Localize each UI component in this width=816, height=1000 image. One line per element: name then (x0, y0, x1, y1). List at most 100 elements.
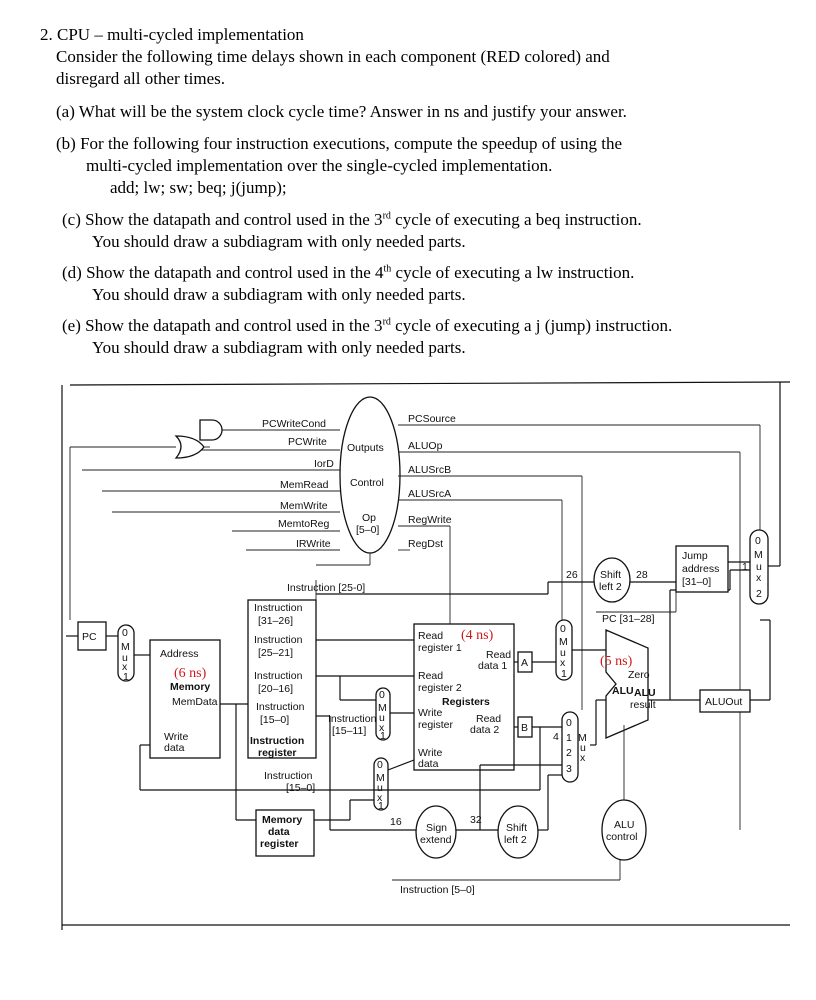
reg-read-register1-a: Read (418, 630, 443, 642)
regdst-mux-in0: 0 (379, 689, 385, 701)
iord-mux-x: x (122, 661, 128, 673)
question-a: (a) What will be the system clock cycle … (56, 102, 627, 121)
memory-write-label: Write (164, 731, 188, 743)
ir-15-0-a: Instruction (256, 701, 305, 713)
iord-mux (117, 624, 135, 682)
reg-read-register2-b: register 2 (418, 682, 462, 694)
alu-zero-label: Zero (628, 669, 650, 681)
frame-top-line (69, 381, 791, 386)
instr-15-11-a: Instruction (328, 713, 377, 725)
jump-address-line2: address (682, 563, 719, 575)
signal-regdst: RegDst (408, 538, 443, 550)
signal-memwrite: MemWrite (280, 500, 328, 512)
shift-left2-top (593, 557, 631, 603)
memtoreg-mux-in1: 1 (378, 800, 384, 812)
signal-aluop: ALUOp (408, 440, 443, 452)
reg-read-register2-a: Read (418, 670, 443, 682)
instr-15-0-low-a: Instruction (264, 770, 313, 782)
jump-address-box (675, 545, 729, 593)
alusrcb-mux-in2: 2 (566, 747, 572, 759)
and-gate (199, 419, 223, 441)
memtoreg-mux (373, 757, 389, 811)
question-intro-line1: Consider the following time delays shown… (56, 47, 610, 66)
memtoreg-mux-u: u (377, 782, 383, 794)
register-b-label: B (521, 722, 528, 734)
reg-write-register-b: register (418, 719, 454, 731)
alusrcb-mux-x: x (580, 752, 586, 764)
signal-memtoreg: MemtoReg (278, 518, 330, 530)
question-e-line1: (e) Show the datapath and control used i… (62, 316, 673, 335)
aluout-register (699, 689, 751, 713)
reg-read-data2-a: Read (476, 713, 501, 725)
memory-data-register (255, 809, 315, 857)
control-op-bits: [5–0] (356, 524, 379, 536)
instr-5-0-label: Instruction [5–0] (400, 884, 475, 896)
shift-left2-top-line1: Shift (600, 569, 621, 581)
ir-25-21-a: Instruction (254, 634, 303, 646)
memory-memdata-label: MemData (172, 696, 218, 708)
question-title: 2. CPU – multi-cycled implementation (40, 25, 304, 44)
reg-read-data2-b: data 2 (470, 724, 499, 736)
alu-label: ALU (612, 685, 634, 697)
or-gate (174, 435, 205, 459)
memtoreg-mux-x: x (377, 792, 383, 804)
ir-31-26-b: [31–26] (258, 615, 293, 627)
alusrca-mux-m: M (559, 636, 568, 648)
pcsource-mux-in2: 2 (756, 588, 762, 600)
pc-label: PC (82, 631, 97, 643)
iord-mux-in1: 1 (123, 671, 129, 683)
alu-control-line2: control (606, 831, 638, 843)
iord-mux-u: u (122, 652, 128, 664)
memtoreg-mux-in0: 0 (377, 759, 383, 771)
registers-delay-label: (4 ns) (461, 628, 494, 643)
pcsource-mux-u: u (756, 561, 762, 573)
signal-alusrca: ALUSrcA (408, 488, 451, 500)
instr-25-0-label: Instruction [25-0] (287, 582, 365, 594)
ir-15-0-b: [15–0] (260, 714, 289, 726)
pc-31-28-label: PC [31–28] (602, 613, 655, 625)
shift-left2-lower-line2: left 2 (504, 834, 527, 846)
ir-20-16-a: Instruction (254, 670, 303, 682)
alusrcb-mux (561, 711, 579, 783)
alusrca-mux-u: u (560, 647, 566, 659)
pcsource-mux-in1: 1 (742, 561, 748, 573)
question-intro-line2: disregard all other times. (56, 69, 226, 88)
bits-26-label: 26 (566, 569, 578, 581)
regdst-mux-m: M (378, 702, 387, 714)
pcsource-mux-x: x (756, 572, 762, 584)
alusrca-mux-in0: 0 (560, 623, 566, 635)
jump-address-line3: [31–0] (682, 576, 711, 588)
control-op-label: Op (362, 512, 376, 524)
ir-20-16-b: [20–16] (258, 683, 293, 695)
registers-title: Registers (442, 696, 490, 708)
reg-read-data1-b: data 1 (478, 660, 507, 672)
wire-memtoreg-to-reg (387, 759, 415, 771)
regdst-mux-x: x (379, 722, 385, 734)
alusrca-mux-x: x (560, 657, 566, 669)
pcsource-mux-in0: 0 (755, 535, 761, 547)
register-a-label: A (521, 657, 528, 669)
signal-irwrite: IRWrite (296, 538, 331, 550)
reg-read-data1-a: Read (486, 649, 511, 661)
bits-16-label: 16 (390, 816, 402, 828)
pc-register (77, 621, 107, 651)
ir-25-21-b: [25–21] (258, 647, 293, 659)
question-d-line2: You should draw a subdiagram with only n… (92, 285, 466, 304)
instruction-register (247, 599, 317, 759)
alu-unit (605, 629, 649, 739)
signal-iord: IorD (314, 458, 334, 470)
mdr-line3: register (260, 838, 299, 850)
control-outputs-label: Outputs (347, 442, 384, 454)
sign-extend-line2: extend (420, 834, 452, 846)
question-e-line2: You should draw a subdiagram with only n… (92, 338, 466, 357)
sign-extend-line1: Sign (426, 822, 447, 834)
pcsource-mux-m: M (754, 549, 763, 561)
reg-write-register-a: Write (418, 707, 442, 719)
iord-mux-in0: 0 (122, 627, 128, 639)
alu-control-line1: ALU (614, 819, 634, 831)
memory-address-label: Address (160, 648, 199, 660)
question-b-line2: multi-cycled implementation over the sin… (86, 156, 553, 175)
signal-pcwritecond: PCWriteCond (262, 418, 326, 430)
signal-pcwrite: PCWrite (288, 436, 327, 448)
